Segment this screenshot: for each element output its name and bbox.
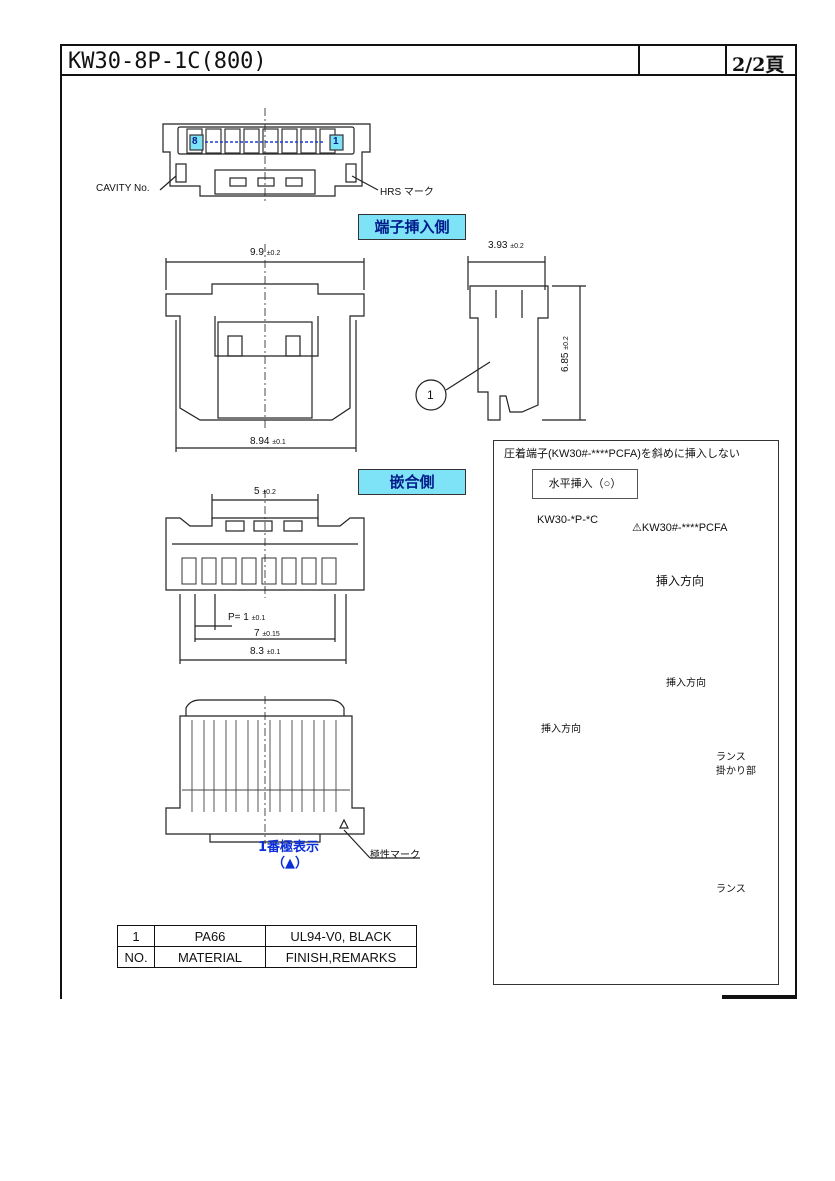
horizontal-insert-box: 水平挿入（○） <box>532 469 638 499</box>
lance-label: ランス <box>716 884 746 895</box>
table-cell: 1 <box>117 925 155 947</box>
table-cell: PA66 <box>154 925 266 947</box>
note-title: 圧着端子(KW30#-****PCFA)を斜めに挿入しない <box>504 448 740 460</box>
title-block: KW30-8P-1C(800) 2/2頁 <box>60 44 797 76</box>
lance-hook-label-2: 掛かり部 <box>716 766 756 777</box>
housing-code: KW30-*P-*C <box>537 514 599 526</box>
lance-hook-label-1: ランス <box>716 752 746 763</box>
pin1-mark: （▲） <box>272 856 308 871</box>
frame-left <box>60 76 62 999</box>
polarity-mark-label: 極性マーク <box>370 850 420 861</box>
cavity-number-right: 1 <box>333 136 339 147</box>
insert-direction-3: 挿入方向 <box>541 724 581 735</box>
dim-span-8-3: 8.3 ±0.1 <box>250 646 281 657</box>
table-row: 1 PA66 UL94-V0, BLACK <box>117 925 417 947</box>
dim-width-top: 9.9 ±0.2 <box>250 247 281 258</box>
section-insert-side: 端子挿入側 <box>358 214 466 240</box>
dim-height: 6.85 ±0.2 <box>560 336 571 372</box>
table-cell: UL94-V0, BLACK <box>265 925 417 947</box>
insertion-note-panel: 圧着端子(KW30#-****PCFA)を斜めに挿入しない 水平挿入（○） <box>493 440 779 985</box>
pin1-label: 1番極表示 <box>258 840 320 855</box>
material-table: 1 PA66 UL94-V0, BLACK NO. MATERIAL FINIS… <box>117 925 417 968</box>
table-cell: NO. <box>117 946 155 968</box>
title-divider <box>638 46 640 74</box>
side-view <box>415 256 586 421</box>
front-view <box>165 244 365 452</box>
bottom-view <box>165 696 420 859</box>
table-cell: FINISH,REMARKS <box>265 946 417 968</box>
dim-width-bottom: 8.94 ±0.1 <box>250 436 286 447</box>
top-view <box>159 108 379 202</box>
insert-direction-2: 挿入方向 <box>666 678 706 689</box>
table-cell: MATERIAL <box>154 946 266 968</box>
mating-view <box>165 490 365 664</box>
frame-right <box>795 76 797 999</box>
dim-span-7: 7 ±0.15 <box>254 628 280 639</box>
part-callout: 1 <box>427 388 434 402</box>
page-number: 2/2頁 <box>732 54 785 76</box>
frame-foot <box>722 995 797 999</box>
section-mating-side: 嵌合側 <box>358 469 466 495</box>
cavity-number-left: 8 <box>192 136 198 147</box>
drawing-title: KW30-8P-1C(800) <box>68 49 267 74</box>
dim-mating-width: 5 ±0.2 <box>254 486 276 497</box>
dim-pitch: P= 1 ±0.1 <box>228 612 266 623</box>
insert-direction-1: 挿入方向 <box>656 574 705 588</box>
title-divider <box>725 46 727 74</box>
hrs-mark-label: HRS マーク <box>380 187 434 198</box>
table-row: NO. MATERIAL FINISH,REMARKS <box>117 946 417 968</box>
dim-depth: 3.93 ±0.2 <box>488 240 524 251</box>
terminal-code: ⚠KW30#-****PCFA <box>632 522 728 534</box>
cavity-label: CAVITY No. <box>96 183 150 194</box>
